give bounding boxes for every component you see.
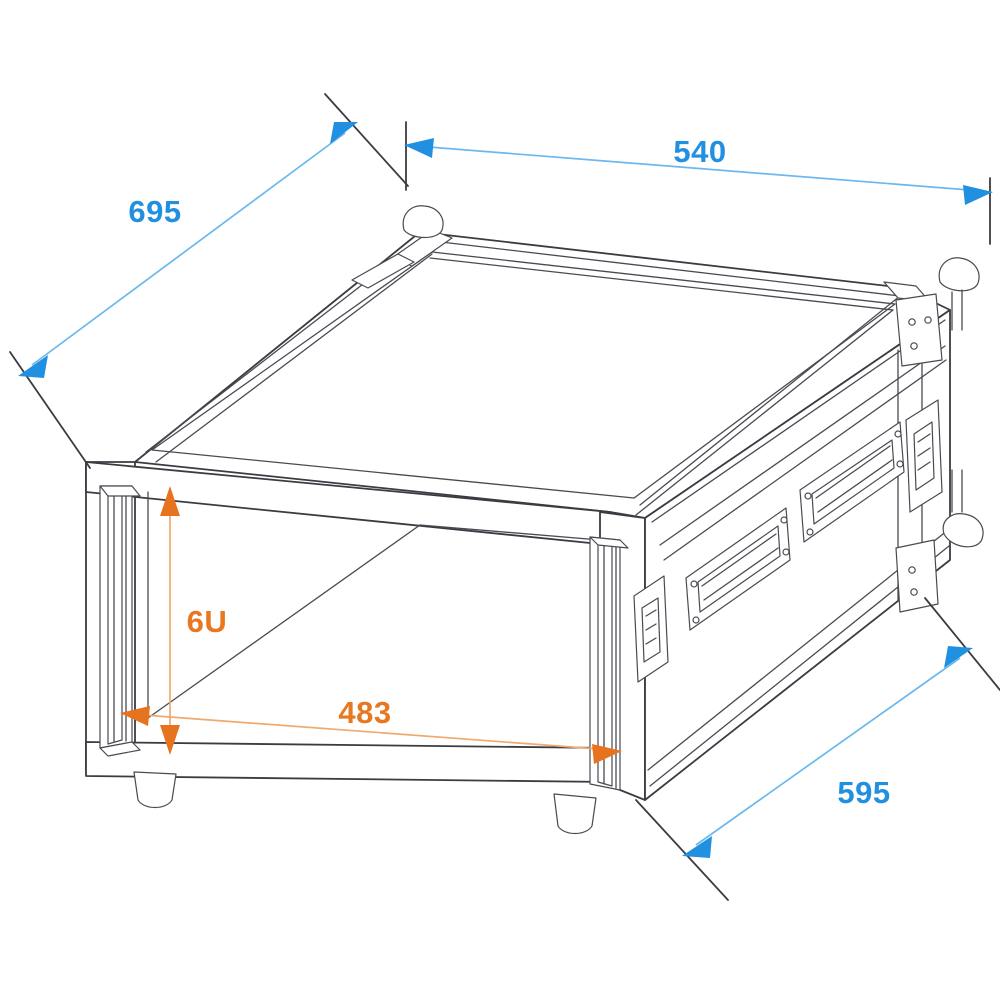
dimension-695-group: 695 (9, 93, 409, 469)
handle-front-grip (701, 533, 777, 587)
handle-rear-screw-4 (896, 460, 904, 468)
handle-front-screw-4 (782, 548, 790, 556)
dimension-595-group: 595 (635, 597, 1000, 901)
handle-front-screw-1 (690, 580, 698, 588)
side-band-top-3 (663, 359, 947, 561)
dimension-label-595: 595 (837, 775, 890, 810)
dim-line-540 (415, 145, 983, 192)
arrow-540-start (404, 138, 434, 158)
left-rail-bottom-cap (99, 741, 141, 757)
recessed-handle-front (685, 507, 791, 631)
arrow-483-right (592, 744, 622, 764)
arrow-6u-bottom (160, 725, 180, 755)
arrow-695-start (18, 355, 48, 378)
foot-center-shape (553, 793, 597, 835)
bracket-screw-ur-1 (908, 318, 916, 326)
ball-foot-left (133, 771, 177, 809)
dimension-6u-group: 6U (160, 486, 227, 755)
butterfly-latch-left (633, 575, 669, 683)
handle-rear-screw-1 (804, 492, 812, 500)
handle-rear-grip (815, 445, 891, 499)
dimension-label-695: 695 (128, 194, 181, 229)
side-panel-face (644, 309, 951, 801)
ball-corner-stem-2 (951, 289, 963, 331)
ball-corner-stem-3 (951, 469, 963, 513)
bracket-screw-lr-1 (908, 566, 916, 574)
handle-rear-recess (811, 439, 895, 525)
left-rail-grooves (113, 488, 127, 743)
latch-left-ribs (645, 609, 657, 645)
handle-rear-screw-3 (806, 528, 814, 536)
lid-bracket-left-outer (351, 253, 415, 289)
interior-diagonal (147, 524, 421, 719)
bracket-screw-ur-2 (924, 316, 932, 324)
arrow-595-end (944, 646, 973, 668)
dim-line-483 (129, 713, 613, 751)
ball-corner-top-rear (938, 257, 980, 331)
bracket-screw-ur-3 (910, 342, 918, 350)
ball-corner-shape-3 (942, 513, 984, 548)
ball-corner-top-front (402, 205, 444, 239)
left-rail-top-cap (99, 485, 141, 497)
foot-left-shape (133, 771, 177, 809)
right-rack-rail (589, 536, 629, 791)
bracket-lower-rear-plate (895, 539, 939, 613)
recessed-handle-rear (799, 421, 905, 543)
dimension-483-group: 483 (120, 695, 622, 764)
corner-bracket-lower-rear (895, 469, 984, 613)
bracket-upper-rear-plate (895, 293, 943, 367)
dim-line-695 (31, 132, 346, 366)
handle-front-screw-3 (692, 616, 700, 624)
case-body-group (85, 205, 984, 835)
ball-foot-center (553, 793, 597, 835)
right-rail-grooves (603, 542, 617, 789)
lid-rail-front-inner (429, 257, 894, 311)
left-rack-rail (99, 485, 141, 757)
lid-inner-face (151, 251, 896, 499)
butterfly-latch-right (905, 399, 943, 513)
dim-line-595 (695, 657, 961, 846)
ext-line-695-top (324, 93, 409, 187)
lid-rail-right (639, 295, 901, 506)
lid-rail-front (423, 239, 901, 297)
handle-front-screw-2 (780, 516, 788, 524)
handle-front-grip-2 (703, 547, 779, 601)
bracket-screw-lr-2 (910, 588, 918, 596)
dimension-540-group: 540 (404, 121, 993, 245)
latch-left-body (641, 597, 661, 663)
dimension-label-483: 483 (338, 695, 391, 730)
ext-line-695-bottom (9, 351, 91, 469)
ball-corner-shape-1 (402, 205, 444, 239)
ext-line-595-left (635, 799, 729, 901)
dimension-label-6u: 6U (187, 604, 228, 639)
lid-rail-left-inner (155, 253, 433, 463)
left-rail-channel (107, 489, 123, 745)
ext-line-595-right (924, 597, 1000, 691)
arrow-540-end (963, 185, 993, 205)
corner-bracket-upper-rear (895, 293, 943, 367)
latch-right-body (913, 421, 935, 491)
right-rail-top-cap (589, 536, 629, 549)
dimension-label-540: 540 (673, 134, 726, 169)
arrow-695-end (330, 122, 358, 144)
arrow-483-left (120, 706, 150, 726)
arrow-6u-top (160, 486, 180, 516)
handle-rear-grip-2 (817, 459, 893, 513)
top-lid-panel (134, 229, 951, 519)
lid-rail-right-inner (635, 309, 894, 516)
arrow-595-start (682, 836, 712, 858)
handle-rear-screw-2 (894, 430, 902, 438)
side-band-top-1 (651, 319, 946, 523)
ball-corner-shape-2 (938, 257, 980, 292)
latch-right-ribs (917, 433, 931, 471)
interior-top-back (419, 524, 601, 541)
